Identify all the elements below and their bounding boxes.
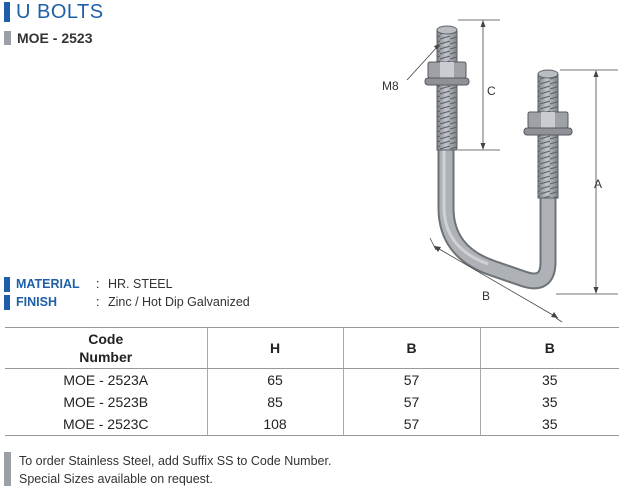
material-colon: : (96, 277, 100, 291)
m8-leader (406, 44, 440, 81)
table-row: MOE - 2523B 85 57 35 (5, 391, 619, 413)
cell-code: MOE - 2523A (63, 372, 149, 388)
col-header-b2: B (479, 327, 619, 369)
finish-value: Zinc / Hot Dip Galvanized (108, 295, 250, 309)
cell-code: MOE - 2523C (5, 413, 207, 436)
title-accent-bar (4, 2, 10, 22)
cell-h: 108 (206, 413, 343, 436)
cell-b2: 35 (479, 391, 619, 413)
dimension-a-label: A (594, 177, 602, 191)
dimension-b-label: B (482, 289, 490, 303)
note-stainless: To order Stainless Steel, add Suffix SS … (19, 454, 332, 468)
order-notes: To order Stainless Steel, add Suffix SS … (4, 452, 331, 488)
page-title: U BOLTS (16, 0, 104, 23)
cell-b2: 35 (479, 368, 619, 391)
finish-label: FINISH (16, 295, 57, 309)
table-row: MOE - 2523C 108 57 35 (5, 413, 619, 436)
left-threaded-leg (436, 25, 458, 151)
finish-colon: : (96, 295, 100, 309)
code-accent-bar (4, 31, 11, 45)
finish-accent-bar (4, 294, 10, 310)
cell-h: 85 (206, 391, 343, 413)
col-header-code-line1: Code (88, 331, 124, 347)
cell-h: 65 (206, 368, 343, 391)
material-row: MATERIAL : HR. STEEL (4, 276, 173, 292)
cell-b1: 57 (342, 413, 480, 436)
title-row: U BOLTS (4, 1, 104, 23)
thread-size-label: M8 (382, 79, 399, 93)
col-header-code-line2: Number (79, 349, 133, 365)
u-bolt-diagram: C A B M8 (382, 19, 618, 323)
dimension-c (458, 19, 500, 151)
right-nut (523, 111, 573, 136)
u-bolt-body (437, 150, 557, 290)
dimension-c-label: C (487, 84, 496, 98)
cell-b1: 57 (342, 391, 480, 413)
product-code: MOE - 2523 (17, 30, 93, 46)
table-header-row: Code Number H B B (5, 327, 619, 369)
product-code-row: MOE - 2523 (4, 30, 92, 46)
col-header-h: H (206, 327, 343, 369)
material-accent-bar (4, 276, 10, 292)
col-header-b1: B (342, 327, 480, 369)
cell-b2: 35 (479, 413, 619, 436)
note-special-sizes: Special Sizes available on request. (19, 472, 213, 486)
dimensions-table: Code Number H B B MOE - 2523A 65 57 35 M… (5, 327, 619, 436)
cell-b1: 57 (342, 368, 480, 391)
table-row: MOE - 2523A 65 57 35 (5, 368, 619, 391)
material-label: MATERIAL (16, 277, 80, 291)
dimension-a (556, 69, 618, 295)
material-value: HR. STEEL (108, 277, 173, 291)
dimension-b (429, 237, 563, 323)
finish-row: FINISH : Zinc / Hot Dip Galvanized (4, 294, 250, 310)
notes-accent-bar (4, 452, 11, 486)
left-nut (424, 61, 470, 86)
col-header-code: Code Number (5, 327, 207, 369)
cell-code: MOE - 2523B (63, 394, 149, 410)
right-threaded-leg (537, 69, 559, 199)
